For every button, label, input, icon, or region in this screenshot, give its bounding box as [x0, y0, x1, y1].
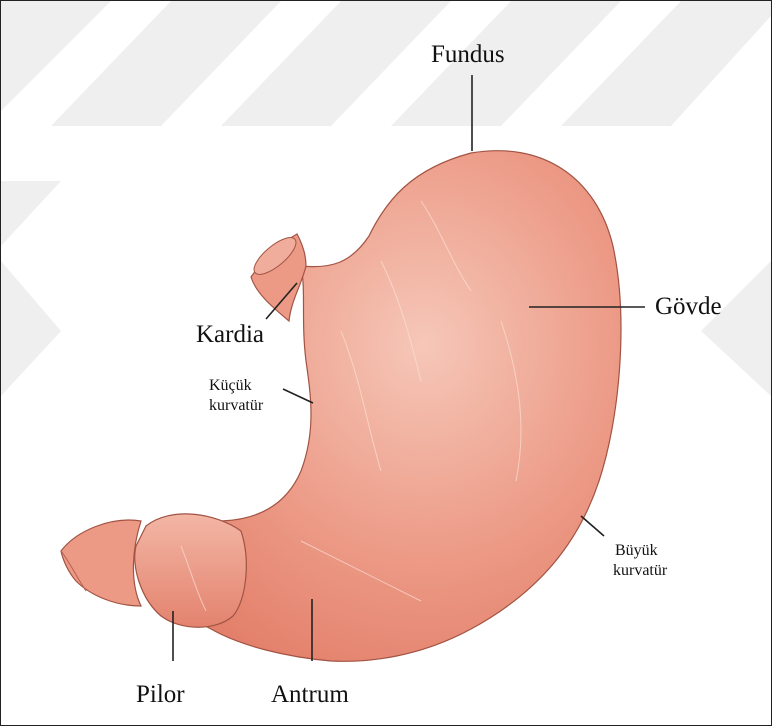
label-buyuk-kurvatur: Büyük kurvatür: [613, 541, 667, 581]
label-buyuk-kurvatur-line1: Büyük: [613, 541, 667, 561]
label-buyuk-kurvatur-line2: kurvatür: [613, 561, 667, 581]
label-kardia: Kardia: [196, 321, 264, 349]
duodenum-stub: [61, 520, 141, 606]
label-fundus: Fundus: [431, 41, 505, 69]
label-kucuk-kurvatur: Küçük kurvatür: [209, 376, 263, 416]
label-antrum: Antrum: [271, 681, 349, 709]
buyuk-kurvatur-leader: [581, 516, 604, 536]
label-kucuk-kurvatur-line2: kurvatür: [209, 396, 263, 416]
label-pilor: Pilor: [136, 681, 185, 709]
label-govde: Gövde: [655, 293, 722, 321]
label-kucuk-kurvatur-line1: Küçük: [209, 376, 263, 396]
kucuk-kurvatur-leader: [283, 389, 313, 403]
